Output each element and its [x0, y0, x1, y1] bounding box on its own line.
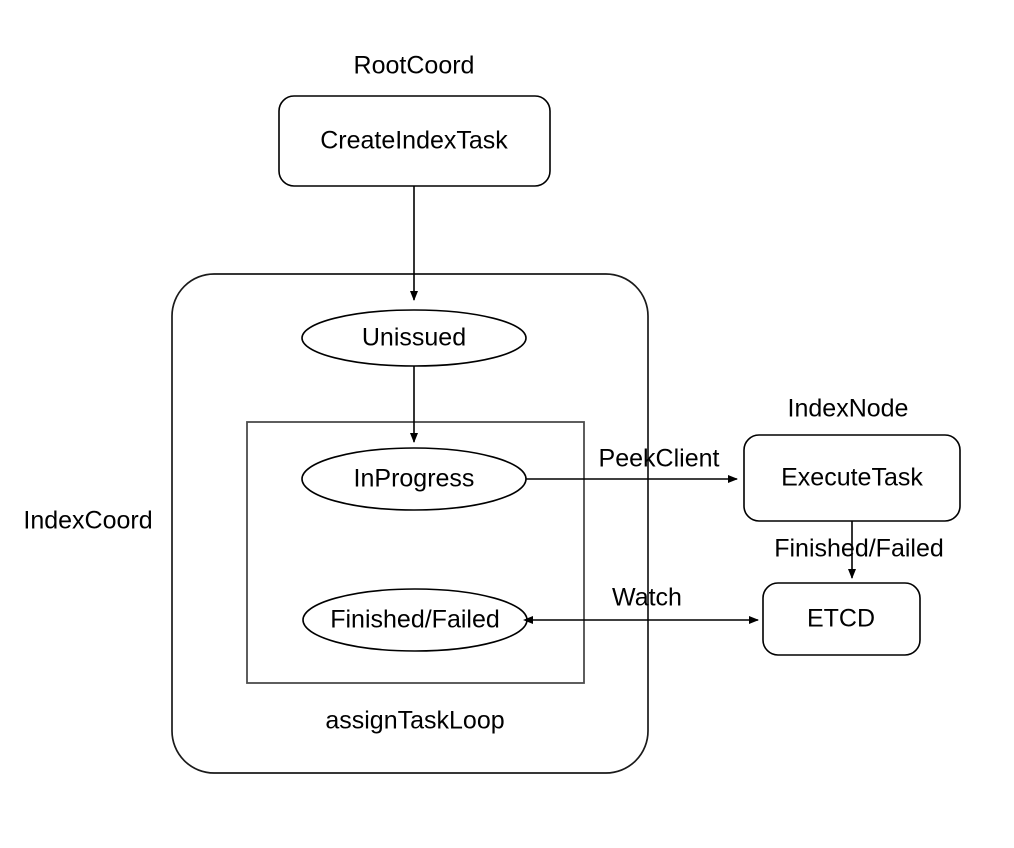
node-label-finished-failed-state: Finished/Failed	[330, 606, 500, 634]
node-label-in-progress: InProgress	[354, 465, 475, 493]
edge-label-watch: Watch	[612, 584, 682, 612]
group-label-assign-task-loop: assignTaskLoop	[325, 707, 504, 735]
group-assign-task-loop	[246, 421, 585, 684]
group-label-index-node: IndexNode	[788, 395, 909, 423]
node-label-unissued: Unissued	[362, 324, 466, 352]
group-index-coord	[171, 273, 649, 774]
node-etcd[interactable]	[762, 582, 921, 656]
group-label-index-coord: IndexCoord	[23, 507, 152, 535]
node-label-etcd: ETCD	[807, 605, 875, 633]
edge-label-peek-client: PeekClient	[599, 445, 720, 473]
group-label-root-coord: RootCoord	[354, 52, 475, 80]
node-label-execute-task: ExecuteTask	[781, 464, 923, 492]
edge-label-finished-failed: Finished/Failed	[774, 535, 944, 563]
node-label-create-index-task: CreateIndexTask	[320, 127, 508, 155]
